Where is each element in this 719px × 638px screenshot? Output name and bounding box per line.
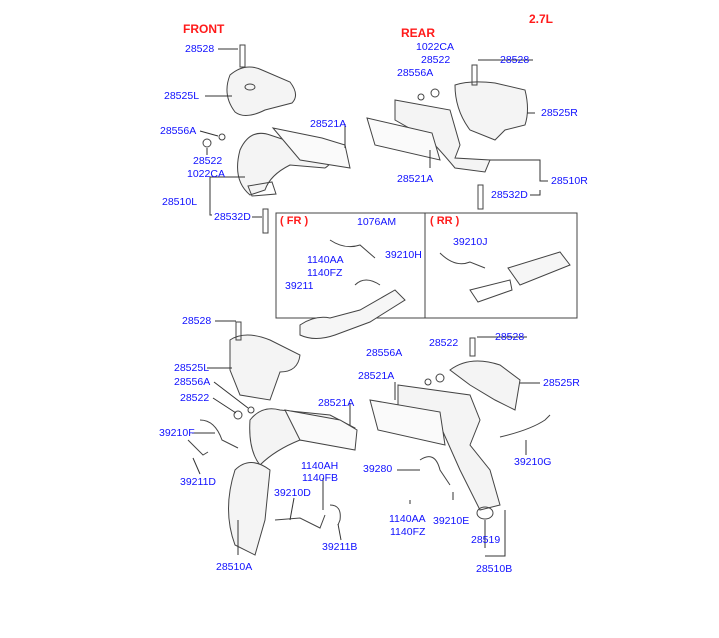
part-label[interactable]: 39210H	[385, 249, 422, 261]
part-label[interactable]: 28525L	[164, 90, 200, 102]
bolt-28528-top-right	[471, 64, 478, 86]
part-label[interactable]: 28521A	[310, 118, 347, 130]
rear-heat-shield-top	[454, 81, 528, 141]
part-label[interactable]: 1076AM	[357, 216, 397, 228]
front-catalytic-converter	[228, 462, 271, 556]
part-label[interactable]: 28528	[500, 54, 530, 66]
fr-heading: ( FR )	[280, 215, 309, 227]
stud-28532d-left	[262, 208, 269, 234]
part-label[interactable]: 1140FB	[302, 472, 338, 484]
washer-28556a-bottom-right	[424, 378, 432, 386]
part-label[interactable]: 39211	[285, 280, 314, 292]
front-heat-shield-top	[226, 66, 296, 116]
front-manifold-top	[237, 127, 351, 197]
part-label[interactable]: 28521A	[318, 397, 355, 409]
rear-heading: REAR	[401, 26, 436, 40]
front-heat-shield-bottom	[229, 334, 301, 401]
part-label[interactable]: 28525R	[543, 377, 580, 389]
bolt-28528-top-left	[239, 44, 246, 68]
part-label[interactable]: 39210F	[159, 427, 195, 439]
sensor-39210j-wire	[439, 252, 486, 269]
part-label[interactable]: 28556A	[397, 67, 434, 79]
sensor-39210e-wire	[419, 456, 451, 486]
nut-28522-top-left	[202, 138, 212, 148]
part-label[interactable]: 1140FZ	[307, 267, 343, 279]
rr-heading: ( RR )	[430, 215, 460, 227]
part-label[interactable]: 1022CA	[416, 41, 454, 53]
part-label[interactable]: 28522	[193, 155, 223, 167]
part-label[interactable]: 28556A	[160, 125, 197, 137]
bolt-28528-bottom-left	[235, 321, 242, 341]
washer-28556a-top-right	[417, 93, 425, 101]
part-label[interactable]: 28510A	[216, 561, 253, 573]
washer-28556a-bottom-left	[247, 406, 255, 414]
part-label[interactable]: 1140AA	[307, 254, 344, 266]
engine-displacement-heading: 2.7L	[529, 12, 554, 26]
part-label[interactable]: 28510B	[476, 563, 513, 575]
front-heading: FRONT	[183, 22, 225, 36]
part-label[interactable]: 28528	[495, 331, 525, 343]
part-label[interactable]: 28521A	[397, 173, 434, 185]
part-label[interactable]: 28528	[182, 315, 212, 327]
stud-28532d-right	[477, 184, 484, 210]
part-label[interactable]: 39210J	[453, 236, 488, 248]
part-label[interactable]: 39210E	[433, 515, 470, 527]
sensor-39210f-wire	[199, 419, 239, 449]
rear-pipe	[469, 279, 513, 303]
leader-lines	[192, 48, 548, 557]
part-label[interactable]: 39211D	[180, 476, 217, 488]
part-label[interactable]: 1140FZ	[390, 526, 426, 538]
bolt-28528-bottom-right	[469, 337, 476, 357]
fr-sensor-box	[275, 212, 426, 319]
part-label[interactable]: 39210G	[514, 456, 552, 468]
part-label[interactable]: 28532D	[214, 211, 251, 223]
bracket-39211b	[329, 504, 341, 526]
rear-gasket-top	[366, 117, 441, 161]
part-label[interactable]: 39210D	[274, 487, 311, 499]
part-label[interactable]: 39280	[363, 463, 393, 475]
part-label[interactable]: 28525R	[541, 107, 578, 119]
rear-muffler	[507, 251, 571, 286]
part-label[interactable]: 28556A	[174, 376, 211, 388]
part-label[interactable]: 28556A	[366, 347, 403, 359]
part-label[interactable]: 39211B	[322, 541, 358, 553]
sensor-39210h-wire	[354, 279, 381, 286]
part-label[interactable]: 28525L	[174, 362, 210, 374]
nut-28522-bottom-right	[435, 373, 445, 383]
part-label[interactable]: 1022CA	[187, 168, 225, 180]
part-label[interactable]: 28528	[185, 43, 215, 55]
part-label[interactable]: 1140AA	[389, 513, 426, 525]
part-label[interactable]: 28510L	[162, 196, 198, 208]
part-label[interactable]: 28522	[429, 337, 459, 349]
bracket-39211d	[187, 439, 209, 456]
front-gasket-bottom	[284, 409, 358, 451]
rear-gasket-bottom	[369, 399, 446, 446]
part-label[interactable]: 28532D	[491, 189, 528, 201]
front-pipe	[299, 289, 406, 339]
sensor-39210g-wire	[499, 414, 551, 438]
part-label[interactable]: 1140AH	[301, 460, 339, 472]
nut-28522-bottom-left	[233, 410, 243, 420]
part-label[interactable]: 28510R	[551, 175, 588, 187]
part-label[interactable]: 28522	[421, 54, 451, 66]
sensor-39210d-wire	[274, 514, 326, 529]
washer-28556a-top-left	[218, 133, 226, 141]
rear-manifold-bottom	[397, 384, 501, 511]
nut-28522-top-right	[430, 88, 440, 98]
part-label[interactable]: 28521A	[358, 370, 395, 382]
part-label[interactable]: 28522	[180, 392, 210, 404]
rr-sensor-box	[424, 212, 578, 319]
part-label[interactable]: 28519	[471, 534, 501, 546]
sensor-1076am-wire	[329, 239, 376, 259]
gasket-28519	[476, 506, 494, 520]
rear-heat-shield-bottom	[449, 360, 521, 411]
